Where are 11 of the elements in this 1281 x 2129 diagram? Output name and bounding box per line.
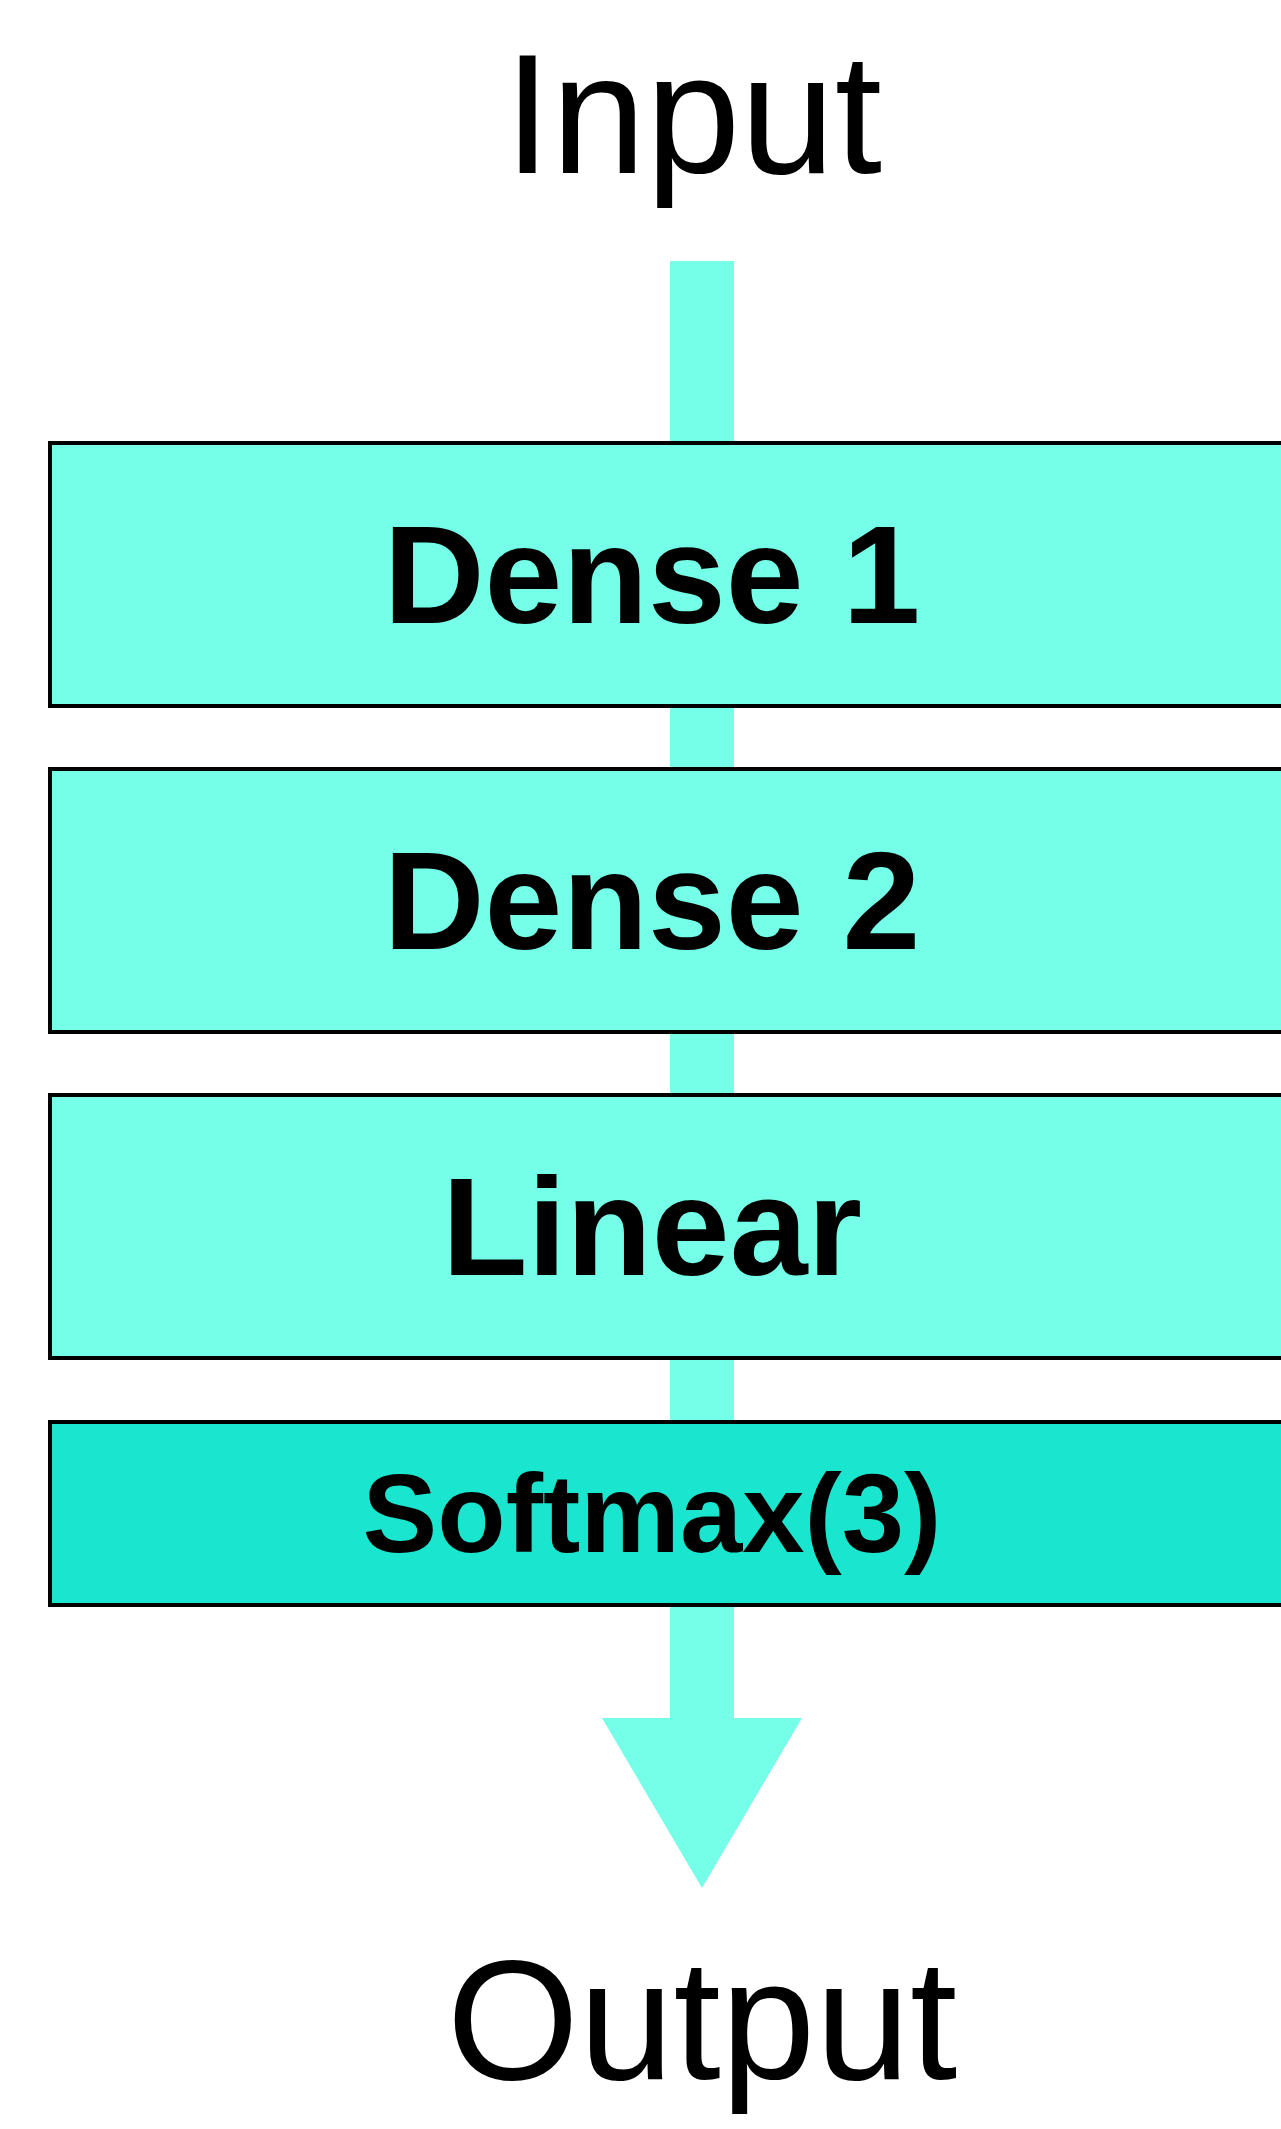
io-label: Output (446, 1926, 958, 2114)
layer-name: Dense 1 (383, 497, 921, 652)
layer-name: Dense 2 (383, 823, 921, 978)
output-layer-box (48, 1420, 1281, 1607)
layer-name: Linear (441, 1149, 863, 1304)
io-label: Input (503, 20, 883, 208)
layer-box (48, 441, 1281, 708)
arrow (602, 1607, 802, 1888)
layer-name: Softmax(3) (362, 1451, 942, 1576)
layer-box (48, 1093, 1281, 1360)
layer-box (48, 767, 1281, 1034)
